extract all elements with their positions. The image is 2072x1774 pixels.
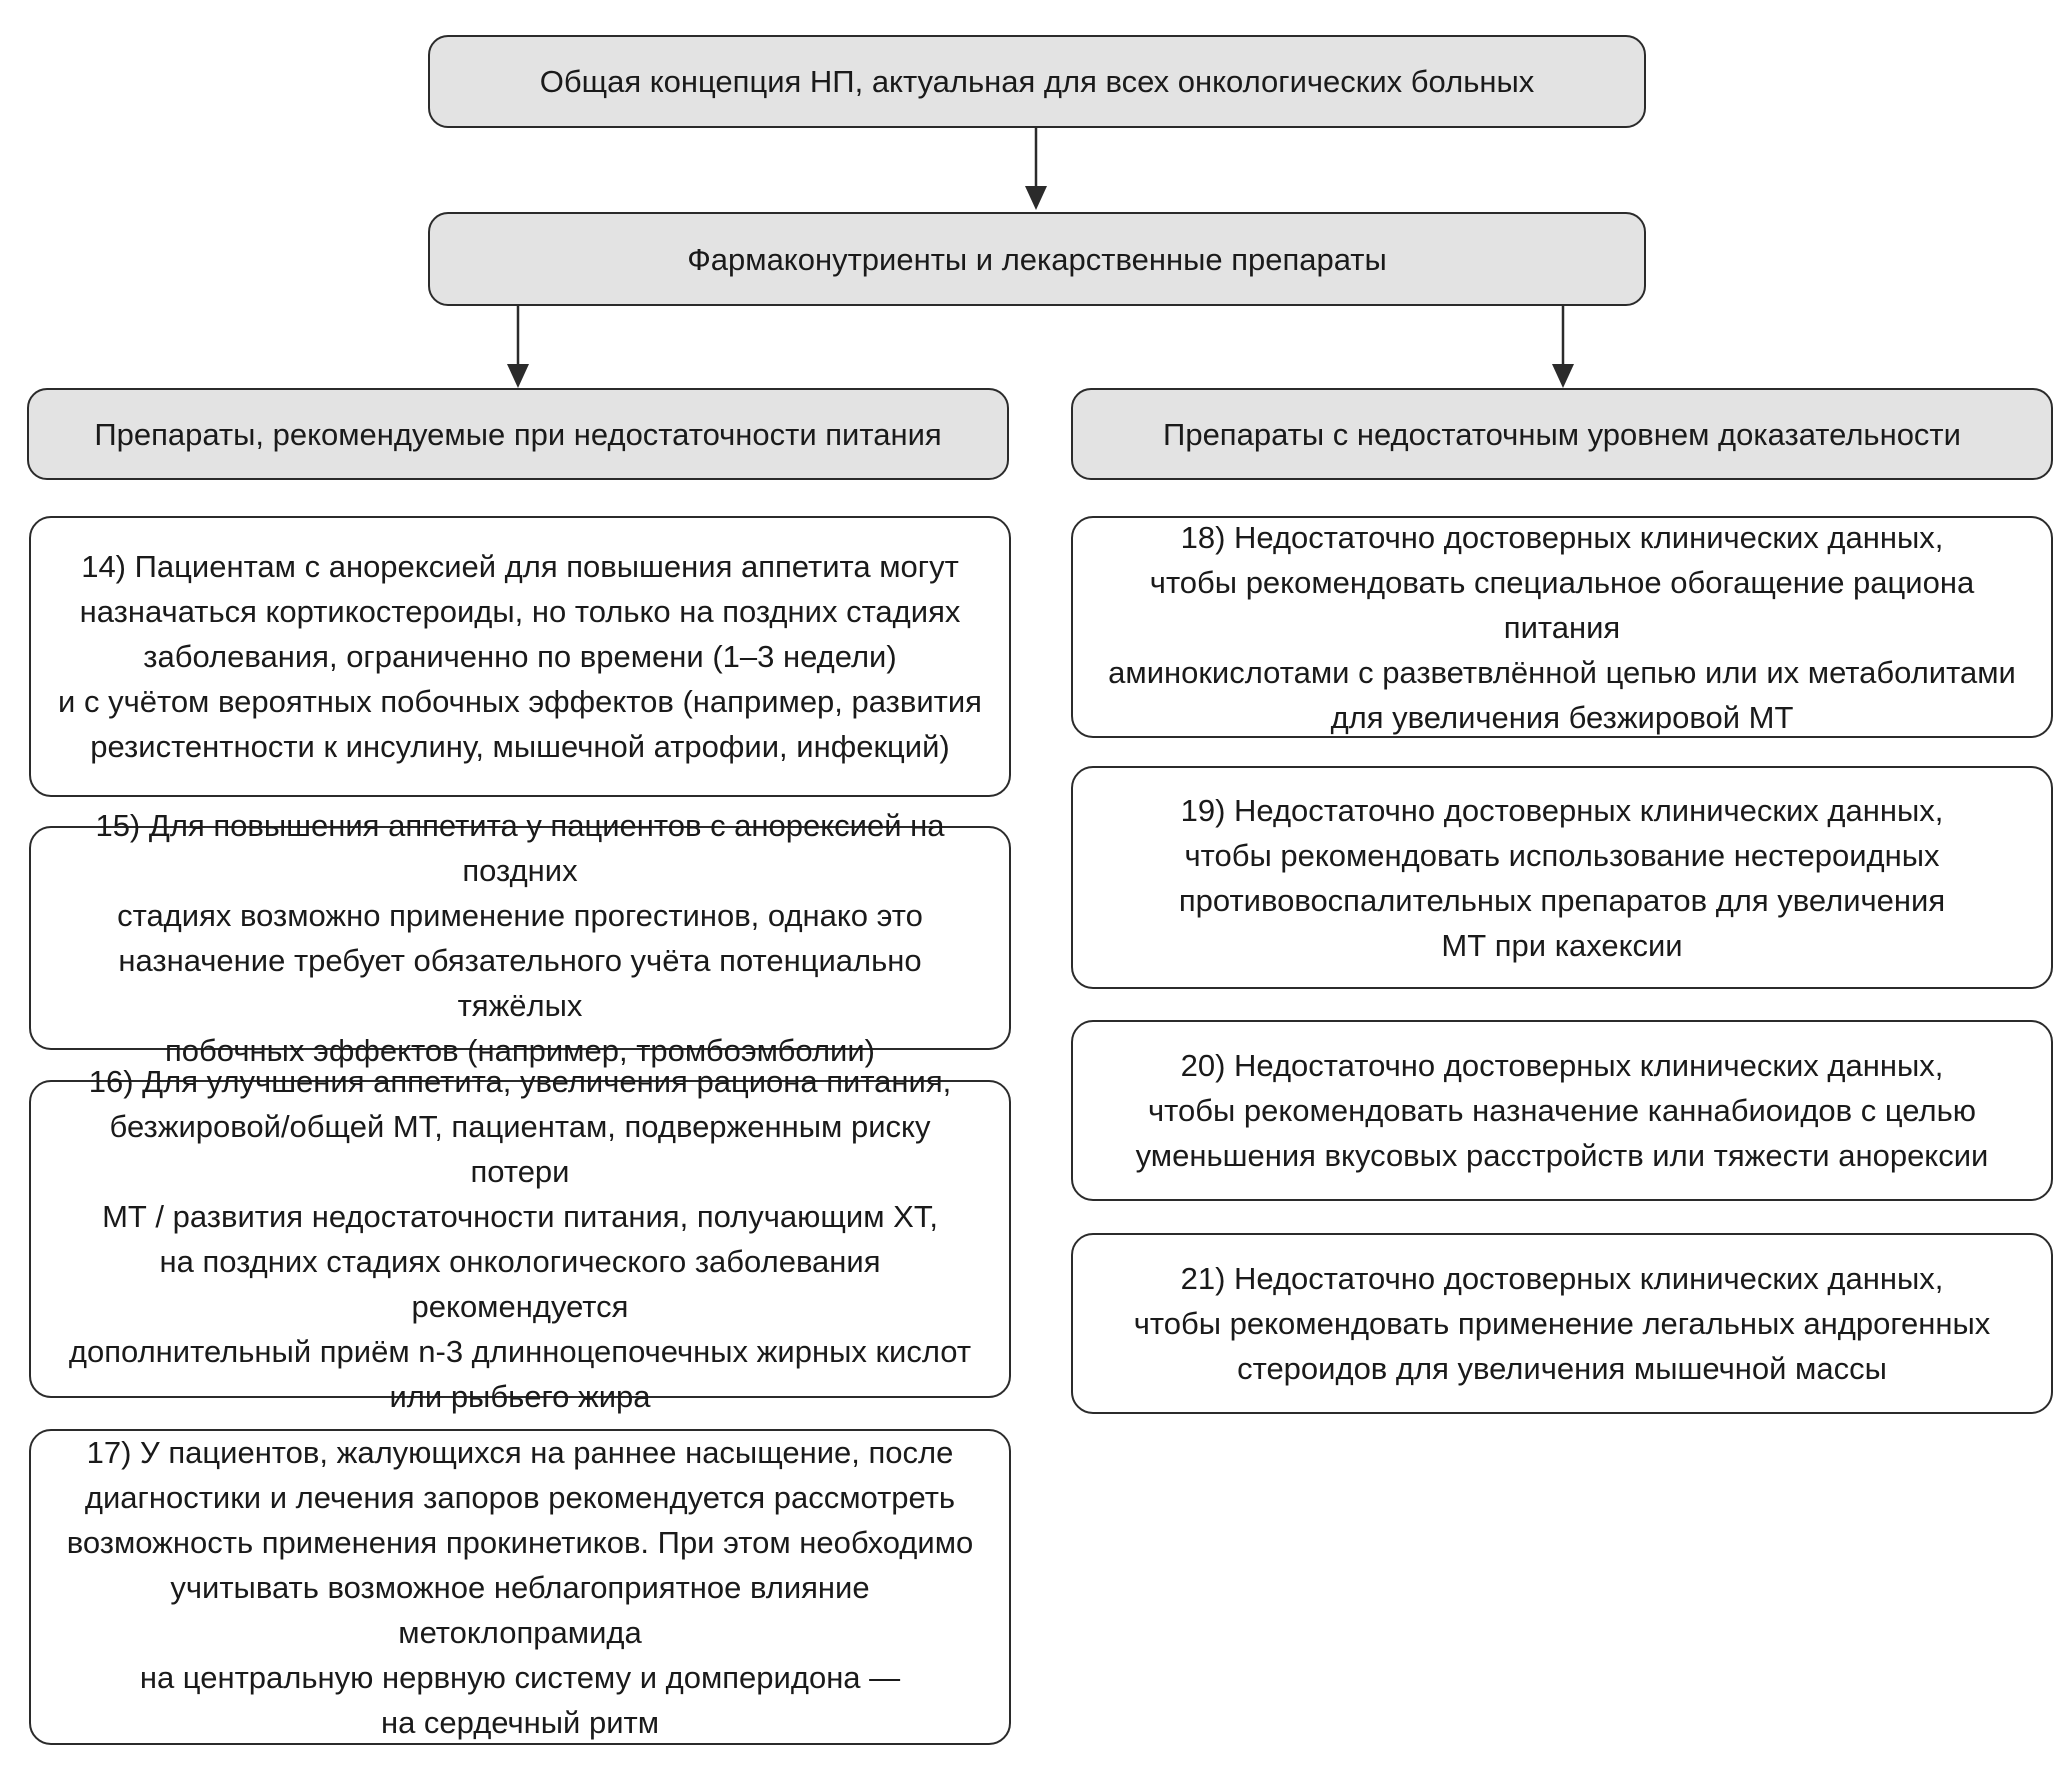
arrowhead-middle-to-right [1552,364,1574,388]
recommendation-21-box: 21) Недостаточно достоверных клинических… [1071,1233,2053,1414]
left-column-header-label: Препараты, рекомендуемые при недостаточн… [94,416,942,452]
top-concept-label: Общая концепция НП, актуальная для всех … [539,64,1535,99]
recommendation-19-text: 19) Недостаточно достоверных клинических… [1178,792,1946,963]
pharmaconutrients-label: Фармаконутриенты и лекарственные препара… [687,241,1387,277]
top-concept-box: Общая концепция НП, актуальная для всех … [428,35,1646,128]
recommendation-18-text: 18) Недостаточно достоверных клинических… [1108,519,2016,735]
recommendation-14-text: 14) Пациентам с анорексией для повышения… [58,549,982,764]
pharmaconutrients-box: Фармаконутриенты и лекарственные препара… [428,212,1646,306]
recommendation-15-text: 15) Для повышения аппетита у пациентов с… [95,808,945,1068]
recommendation-14-box: 14) Пациентам с анорексией для повышения… [29,516,1011,797]
recommendation-17-text: 17) У пациентов, жалующихся на раннее на… [66,1434,974,1740]
right-column-header-label: Препараты с недостаточным уровнем доказа… [1163,416,1961,452]
recommendation-20-box: 20) Недостаточно достоверных клинических… [1071,1020,2053,1201]
arrowhead-top-to-middle [1025,186,1047,210]
arrowhead-middle-to-left [507,364,529,388]
left-column-header: Препараты, рекомендуемые при недостаточн… [27,388,1009,480]
right-column-header: Препараты с недостаточным уровнем доказа… [1071,388,2053,480]
recommendation-16-text: 16) Для улучшения аппетита, увеличения р… [68,1064,972,1414]
recommendation-20-text: 20) Недостаточно достоверных клинических… [1135,1048,1989,1173]
recommendation-16-box: 16) Для улучшения аппетита, увеличения р… [29,1064,1011,1414]
recommendation-15-box: 15) Для повышения аппетита у пациентов с… [29,808,1011,1068]
recommendation-17-box: 17) У пациентов, жалующихся на раннее на… [29,1429,1011,1745]
recommendation-18-box: 18) Недостаточно достоверных клинических… [1071,516,2053,738]
recommendation-19-box: 19) Недостаточно достоверных клинических… [1071,766,2053,989]
recommendation-21-text: 21) Недостаточно достоверных клинических… [1133,1261,1991,1386]
